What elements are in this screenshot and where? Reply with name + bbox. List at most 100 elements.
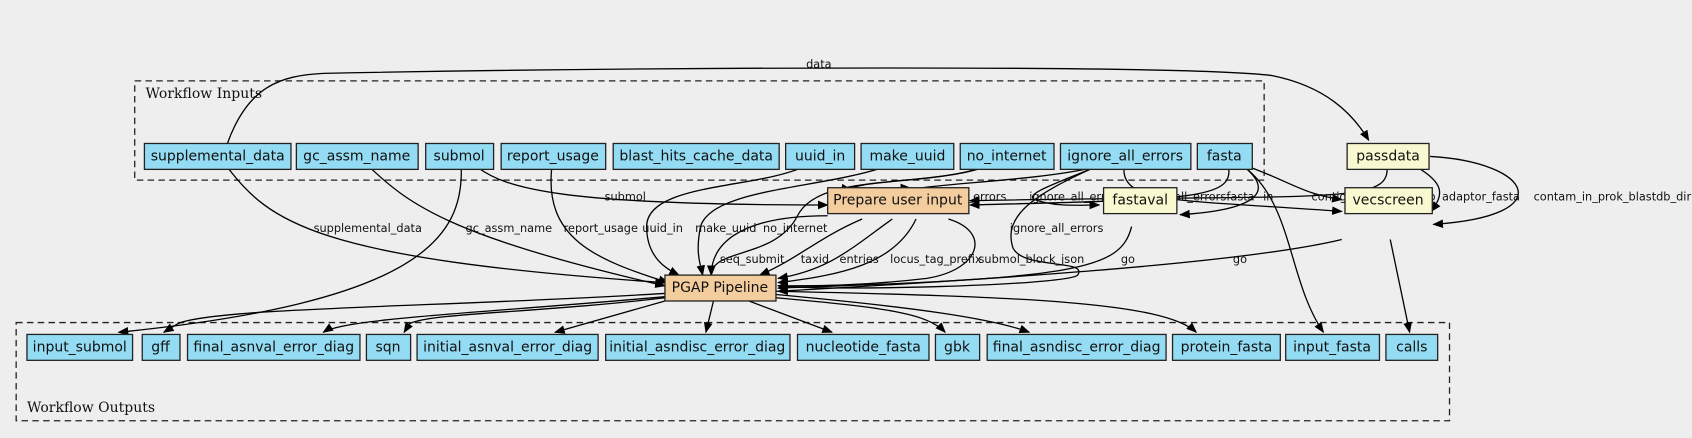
node-initial-asndisc-error-diag[interactable]: initial_asndisc_error_diag: [605, 333, 791, 361]
edge-label: entries: [840, 252, 879, 266]
svg-text:input_submol: input_submol: [33, 339, 127, 355]
node-pgap-pipeline[interactable]: PGAP Pipeline: [664, 274, 777, 302]
node-blast-hits-cache-data[interactable]: blast_hits_cache_data: [612, 142, 780, 171]
edge-prepare-pgap-submol-block: [777, 218, 976, 291]
svg-text:nucleotide_fasta: nucleotide_fasta: [806, 339, 921, 355]
edge-passdata-vecscreen-contam: [1430, 155, 1519, 229]
node-passdata[interactable]: passdata: [1346, 142, 1430, 171]
workflow-inputs-label: Workflow Inputs: [145, 86, 262, 102]
edge-fasta-input-fasta: [1244, 166, 1325, 334]
node-gc-assm-name[interactable]: gc_assm_name: [295, 142, 419, 171]
edge-prepare-pgap-seq-submit: [706, 215, 828, 277]
edge-pgap-final-asnval: [322, 296, 666, 333]
node-input-submol[interactable]: input_submol: [26, 333, 134, 361]
edge-label: locus_tag_prefix: [890, 252, 982, 266]
svg-text:passdata: passdata: [1356, 148, 1420, 164]
edge-submol-input-submol: [117, 167, 462, 336]
edge-label: adaptor_fasta: [1442, 190, 1520, 204]
node-sqn[interactable]: sqn: [365, 333, 412, 361]
edge-pgap-sqn: [403, 297, 666, 334]
edge-prepare-pgap-locus: [777, 218, 917, 286]
workflow-inputs-cluster: [134, 80, 1265, 181]
svg-text:gc_assm_name: gc_assm_name: [303, 148, 410, 164]
svg-text:initial_asndisc_error_diag: initial_asndisc_error_diag: [609, 339, 785, 355]
node-final-asndisc-error-diag[interactable]: final_asndisc_error_diag: [986, 333, 1167, 361]
svg-text:fasta: fasta: [1207, 148, 1242, 164]
edge-pgap-initial-asndisc: [703, 300, 715, 334]
svg-text:final_asndisc_error_diag: final_asndisc_error_diag: [993, 339, 1161, 355]
svg-text:sqn: sqn: [375, 339, 400, 355]
svg-text:initial_asnval_error_diag: initial_asnval_error_diag: [423, 339, 592, 355]
input-nodes: supplemental_data gc_assm_name submol re…: [143, 142, 1253, 171]
svg-text:final_asnval_error_diag: final_asnval_error_diag: [193, 339, 354, 355]
edge-fastaval-pgap: [777, 226, 1133, 293]
edge-supplemental-data-passdata: [226, 67, 1370, 144]
edge-label: make_uuid: [695, 221, 756, 235]
node-calls[interactable]: calls: [1385, 333, 1439, 361]
svg-text:protein_fasta: protein_fasta: [1181, 339, 1273, 355]
edge-fasta-fastaval: [1179, 166, 1259, 219]
edge-pgap-gff: [162, 292, 665, 333]
edge-fasta-vecscreen: [1249, 166, 1343, 203]
node-fastaval[interactable]: fastaval: [1102, 187, 1178, 215]
edge-label: uuid_in: [642, 221, 683, 235]
node-initial-asnval-error-diag[interactable]: initial_asnval_error_diag: [416, 333, 599, 361]
edge-label: ignore_all_errors: [1010, 221, 1104, 235]
node-nucleotide-fasta[interactable]: nucleotide_fasta: [796, 333, 930, 361]
node-fasta[interactable]: fasta: [1196, 142, 1253, 171]
node-report-usage[interactable]: report_usage: [500, 142, 607, 171]
svg-text:report_usage: report_usage: [507, 148, 599, 164]
edge-prepare-pgap-entries: [777, 218, 893, 281]
node-prepare-user-input[interactable]: Prepare user input: [827, 187, 970, 215]
edge-label: fasta: [1226, 190, 1254, 204]
svg-text:ignore_all_errors: ignore_all_errors: [1067, 148, 1183, 164]
svg-text:PGAP Pipeline: PGAP Pipeline: [672, 280, 769, 296]
workflow-outputs-cluster: [15, 321, 1451, 422]
edge-uuid-in-pgap: [645, 166, 804, 276]
edge-label: ignore_all_errors: [1029, 190, 1123, 204]
node-input-fasta[interactable]: input_fasta: [1285, 333, 1381, 361]
output-nodes: input_submol gff final_asnval_error_diag…: [26, 333, 1439, 361]
edge-pgap-initial-asnval: [553, 300, 666, 334]
edge-fasta-prepare: [968, 167, 1230, 210]
svg-text:input_fasta: input_fasta: [1293, 339, 1371, 355]
svg-text:supplemental_data: supplemental_data: [151, 148, 285, 164]
node-submol[interactable]: submol: [425, 142, 495, 171]
edge-label: gc_assm_name: [466, 221, 553, 235]
edge-supplemental-data-pgap: [226, 166, 667, 287]
edge-label: go: [1121, 252, 1135, 266]
edge-label: in: [1263, 190, 1273, 204]
svg-text:vecscreen: vecscreen: [1353, 193, 1424, 209]
svg-text:submol: submol: [434, 148, 485, 164]
node-no-internet[interactable]: no_internet: [959, 142, 1055, 171]
edge-pgap-protein-fasta: [775, 290, 1198, 334]
svg-text:calls: calls: [1396, 339, 1427, 355]
node-ignore-all-errors[interactable]: ignore_all_errors: [1059, 142, 1192, 171]
edge-label: supplemental_data: [314, 221, 422, 235]
edge-label: contam_in_prok_blastdb_dir: [1534, 190, 1692, 204]
edge-label: seq_submit: [720, 252, 785, 266]
edge-prepare-pgap-taxid: [758, 218, 863, 276]
node-make-uuid[interactable]: make_uuid: [860, 142, 955, 171]
edge-vecscreen-calls: [1389, 239, 1412, 334]
svg-text:fastaval: fastaval: [1112, 193, 1168, 209]
edge-label: no_internet: [763, 221, 828, 235]
node-uuid-in[interactable]: uuid_in: [785, 142, 856, 171]
node-final-asnval-error-diag[interactable]: final_asnval_error_diag: [186, 333, 361, 361]
svg-text:no_internet: no_internet: [967, 148, 1047, 164]
edge-label: taxid: [801, 252, 829, 266]
edge-pgap-nucleotide-fasta: [748, 300, 833, 333]
step-nodes: passdata Prepare user input fastaval vec…: [664, 142, 1433, 302]
workflow-outputs-label: Workflow Outputs: [27, 400, 155, 416]
edge-label: go: [1233, 252, 1247, 266]
node-gbk[interactable]: gbk: [934, 333, 981, 361]
edge-label: submol_block_json: [979, 252, 1085, 266]
svg-text:gbk: gbk: [944, 339, 971, 355]
node-supplemental-data[interactable]: supplemental_data: [143, 142, 292, 171]
node-protein-fasta[interactable]: protein_fasta: [1171, 333, 1281, 361]
svg-text:make_uuid: make_uuid: [869, 148, 945, 164]
node-gff[interactable]: gff: [141, 333, 181, 361]
node-vecscreen[interactable]: vecscreen: [1344, 187, 1433, 215]
edge-pgap-final-asndisc: [775, 293, 1031, 333]
